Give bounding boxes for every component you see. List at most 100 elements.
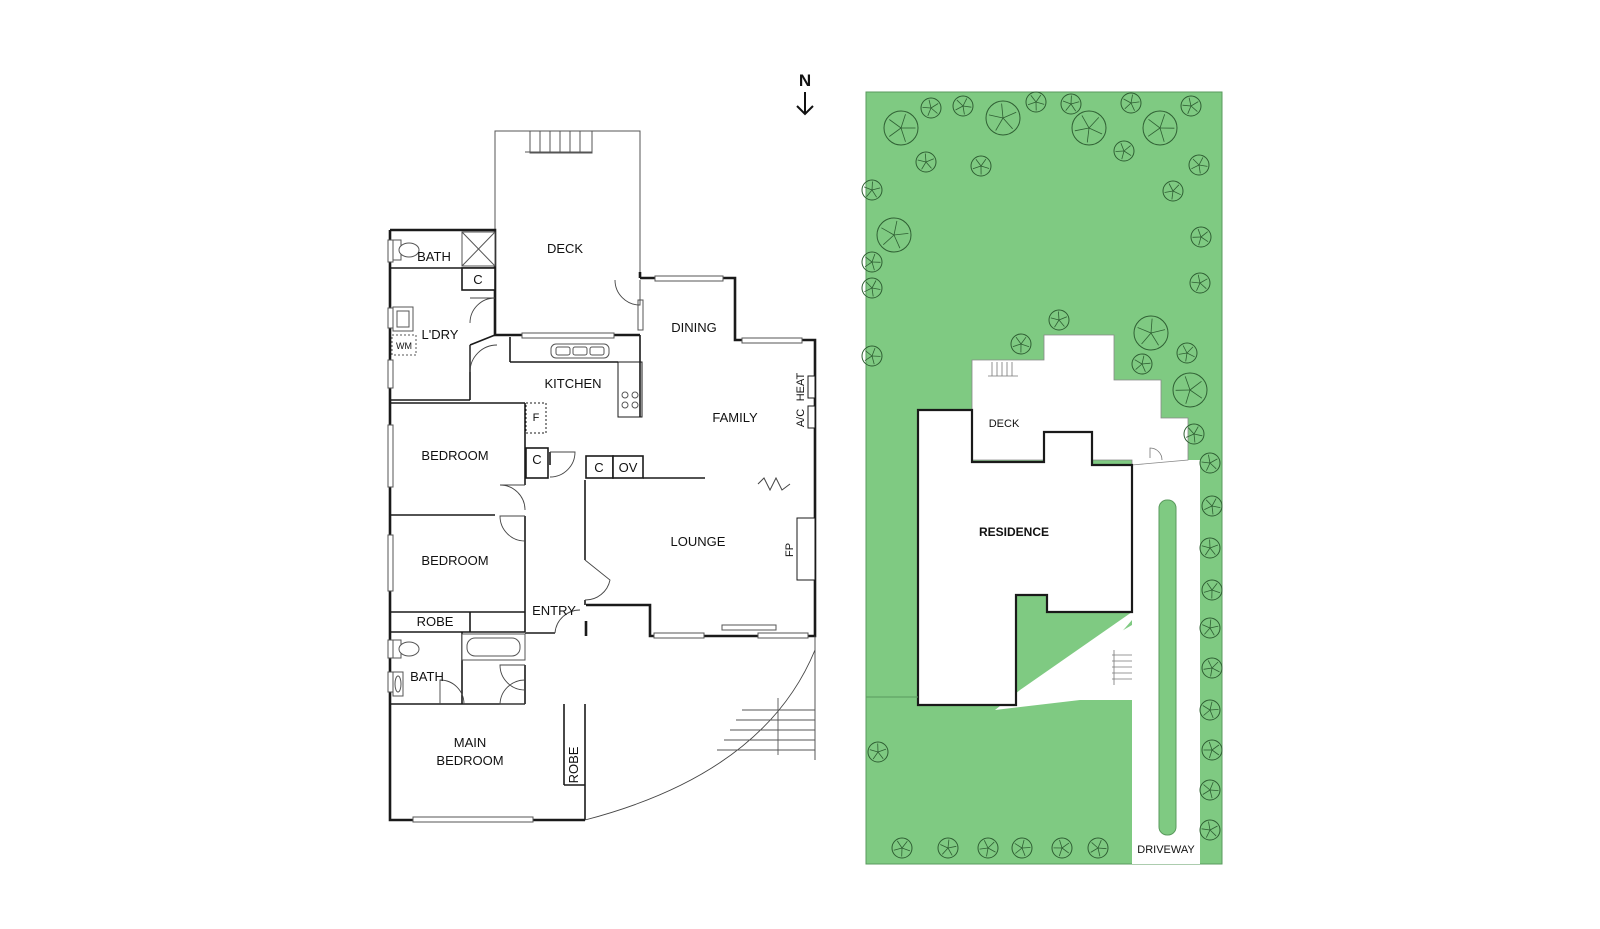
tree-icon <box>876 217 912 253</box>
tree-icon <box>1011 837 1033 859</box>
tree-icon <box>985 100 1021 136</box>
vanity-icon <box>392 671 404 697</box>
sink-icon <box>550 343 610 359</box>
site-label-driveway: DRIVEWAY <box>1137 844 1195 856</box>
north-arrow-icon <box>796 92 814 116</box>
label-robe-1: ROBE <box>417 614 454 629</box>
tree-icon <box>1188 154 1210 176</box>
label-family: FAMILY <box>712 410 758 425</box>
cooktop-icon <box>621 391 639 409</box>
tree-icon <box>1087 837 1109 859</box>
deck-area <box>494 130 641 335</box>
tree-icon <box>1172 372 1208 408</box>
label-robe-2: ROBE <box>566 746 581 783</box>
door-swings <box>439 279 816 821</box>
windows <box>387 239 809 823</box>
tree-icon <box>1199 617 1221 639</box>
tree-icon <box>1176 342 1198 364</box>
side-stairs <box>1112 650 1132 685</box>
label-bedroom-1: BEDROOM <box>421 448 488 463</box>
tree-icon <box>1180 95 1202 117</box>
tree-icon <box>1133 315 1169 351</box>
tree-icon <box>1025 91 1047 113</box>
tree-icon <box>1201 495 1223 517</box>
compass-label: N <box>799 71 811 90</box>
label-cupboard-mid: C <box>532 452 541 467</box>
site-label-deck: DECK <box>989 418 1020 430</box>
heater-icon <box>757 476 791 492</box>
label-main-bedroom-line1: MAIN <box>454 735 487 750</box>
tree-icon <box>1199 819 1221 841</box>
tree-icon <box>861 251 883 273</box>
tree-icon <box>1142 110 1178 146</box>
deck-site-area <box>971 334 1189 466</box>
tree-icon <box>1201 579 1223 601</box>
label-ac: A/C <box>795 409 807 427</box>
tree-icon <box>977 837 999 859</box>
tree-icon <box>1131 353 1153 375</box>
shower-icon <box>461 231 496 267</box>
tree-icon <box>861 179 883 201</box>
exterior-walls <box>388 228 817 822</box>
label-bedroom-2: BEDROOM <box>421 553 488 568</box>
tree-icon <box>1199 537 1221 559</box>
tree-icon <box>920 97 942 119</box>
bathtub-icon <box>461 633 526 661</box>
label-bath-bottom: BATH <box>410 669 444 684</box>
interior-walls <box>390 230 816 820</box>
tree-icon <box>1060 93 1082 115</box>
label-laundry: L'DRY <box>422 327 459 342</box>
north-compass: N <box>796 71 814 116</box>
tree-icon <box>970 155 992 177</box>
label-cupboard-kitchen: C <box>594 460 603 475</box>
tree-icon <box>861 277 883 299</box>
deck-site-stairs <box>988 362 1018 377</box>
tree-icon <box>883 110 919 146</box>
tree-icon <box>1201 657 1223 679</box>
tree-icon <box>1120 92 1142 114</box>
label-cupboard-top: C <box>473 272 482 287</box>
laundry-tub-icon <box>392 306 414 332</box>
label-heat: HEAT <box>795 372 807 401</box>
tree-icon <box>1010 333 1032 355</box>
tree-icon <box>1190 226 1212 248</box>
tree-icon <box>952 95 974 117</box>
tree-icon <box>915 151 937 173</box>
label-bath-top: BATH <box>417 249 451 264</box>
trees <box>861 91 1223 859</box>
tree-icon <box>1071 110 1107 146</box>
label-main-bedroom-line2: BEDROOM <box>436 753 503 768</box>
tree-icon <box>861 345 883 367</box>
label-oven: OV <box>619 460 638 475</box>
tree-icon <box>937 837 959 859</box>
fixtures <box>391 231 791 697</box>
residence-footprint <box>916 408 1134 707</box>
label-lounge: LOUNGE <box>671 534 726 549</box>
tree-icon <box>1199 452 1221 474</box>
label-deck: DECK <box>547 241 583 256</box>
label-fridge: F <box>533 412 540 424</box>
toilet-icon <box>392 239 420 261</box>
washing-machine-icon <box>391 334 417 356</box>
tree-icon <box>1183 423 1205 445</box>
driveway-median <box>1158 499 1177 836</box>
label-washing-machine: WM <box>396 341 412 351</box>
tree-icon <box>1162 180 1184 202</box>
site-label-residence: RESIDENCE <box>979 525 1049 539</box>
front-stairs <box>717 698 815 755</box>
tree-icon <box>1189 272 1211 294</box>
tree-icon <box>1201 739 1223 761</box>
tree-icon <box>1199 779 1221 801</box>
tree-icon <box>1048 309 1070 331</box>
tree-icon <box>1199 699 1221 721</box>
label-fireplace: FP <box>784 543 796 557</box>
floor-plan: DECK BATH C L'DRY WM DINING KITCHEN FAMI… <box>387 130 817 823</box>
site-plan: DECK RESIDENCE DRIVEWAY <box>861 91 1223 865</box>
tree-icon <box>891 837 913 859</box>
toilet-icon-2 <box>392 639 420 659</box>
tree-icon <box>867 741 889 763</box>
path-area <box>1020 612 1132 690</box>
tree-icon <box>1051 837 1073 859</box>
deck-stairs <box>525 131 592 153</box>
